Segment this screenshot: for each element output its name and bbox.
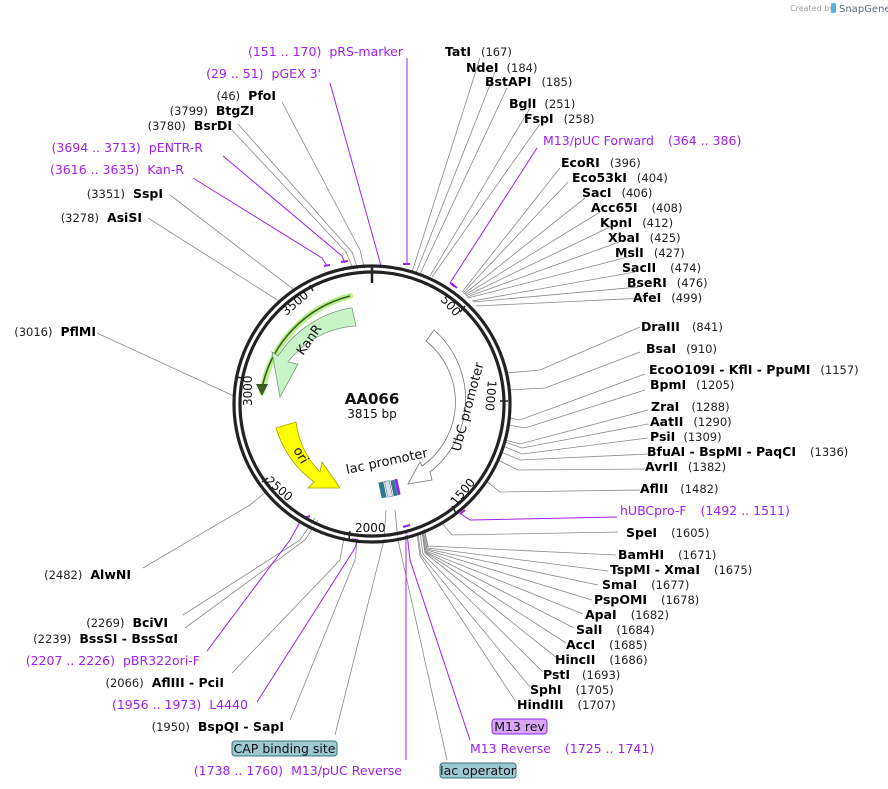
enzyme-leader-lines	[96, 57, 649, 761]
lac-operator-label: lac operator	[440, 763, 517, 778]
enzyme-label[interactable]: SacI(406)	[582, 185, 652, 200]
enzyme-label[interactable]: PstI(1693)	[543, 667, 620, 682]
plasmid-backbone	[232, 264, 512, 544]
enzyme-label[interactable]: DraIII(841)	[641, 319, 723, 334]
credit-brand: SnapGene	[839, 4, 888, 15]
enzyme-label[interactable]: BglI(251)	[509, 96, 575, 111]
enzyme-label[interactable]: AatII(1290)	[650, 414, 732, 429]
enzyme-label[interactable]: (2066)AflIII - PciI	[105, 675, 224, 690]
primer-markers	[303, 260, 466, 540]
enzyme-label[interactable]: (2239)BssSI - BssSαI	[33, 631, 178, 646]
enzyme-label[interactable]: (3016)PflMI	[14, 324, 96, 339]
enzyme-labels-left: (46)PfoI (3799)BtgZI (3780)BsrDI (3351)S…	[14, 88, 284, 734]
plasmid-length: 3815 bp	[347, 407, 397, 421]
primer-label[interactable]: (2207 .. 2226)pBR322ori-F	[26, 653, 200, 668]
enzyme-label[interactable]: (2482)AlwNI	[44, 567, 131, 582]
enzyme-label[interactable]: SmaI(1677)	[602, 577, 689, 592]
primer-label[interactable]: M13 Reverse(1725 .. 1741)	[470, 741, 654, 756]
enzyme-label[interactable]: KpnI(412)	[600, 215, 673, 230]
enzyme-label[interactable]: (46)PfoI	[217, 88, 276, 103]
feature-box-lac-operator[interactable]: lac operator	[439, 762, 517, 779]
enzyme-label[interactable]: (1950)BspQI - SapI	[152, 719, 284, 734]
enzyme-label[interactable]: AvrII(1382)	[645, 459, 726, 474]
snapgene-credit: Created by SnapGene	[790, 3, 888, 15]
primer-labels: (151 .. 170)pRS-marker (29 .. 51)pGEX 3'…	[26, 44, 790, 778]
feature-box-cap[interactable]: CAP binding site	[231, 740, 338, 757]
tick-label-2000: 2000	[355, 521, 386, 535]
enzyme-label[interactable]: BstAPI(185)	[485, 74, 572, 89]
enzyme-label[interactable]: TspMI - XmaI(1675)	[610, 562, 752, 577]
enzyme-label[interactable]: SalI(1684)	[576, 622, 655, 637]
primer-label[interactable]: (1738 .. 1760)M13/pUC Reverse	[194, 763, 403, 778]
enzyme-label[interactable]: SpeI(1605)	[626, 525, 709, 540]
enzyme-label[interactable]: MslI(427)	[615, 245, 685, 260]
enzyme-label[interactable]: (3351)SspI	[87, 186, 163, 201]
scale-ticks	[235, 284, 508, 540]
primer-label[interactable]: (3694 .. 3713)pENTR-R	[52, 140, 204, 155]
enzyme-label[interactable]: PsiI(1309)	[650, 429, 722, 444]
enzyme-label[interactable]: BpmI(1205)	[650, 377, 734, 392]
primer-label[interactable]: (151 .. 170)pRS-marker	[248, 44, 404, 59]
kanr-orf-arrow[interactable]	[256, 293, 353, 396]
tick-label-3000: 3000	[241, 375, 255, 406]
lac-region-features[interactable]	[378, 478, 401, 499]
primer-label[interactable]: M13/pUC Forward(364 .. 386)	[543, 133, 741, 148]
snapgene-logo-icon	[831, 3, 836, 13]
enzyme-label[interactable]: BseRI(476)	[627, 275, 708, 290]
enzyme-label[interactable]: (3278)AsiSI	[61, 210, 142, 225]
enzyme-label[interactable]: HincII(1686)	[555, 652, 648, 667]
enzyme-label[interactable]: BamHI(1671)	[618, 547, 716, 562]
enzyme-label[interactable]: EcoO109I - KflI - PpuMI(1157)	[649, 362, 859, 377]
primer-label[interactable]: (29 .. 51)pGEX 3'	[206, 66, 321, 81]
enzyme-label[interactable]: ZraI(1288)	[651, 399, 730, 414]
enzyme-label[interactable]: BfuAI - BspMI - PaqCI(1336)	[647, 444, 848, 459]
primer-label[interactable]: (3616 .. 3635)Kan-R	[50, 162, 184, 177]
enzyme-label[interactable]: BsaI(910)	[646, 341, 717, 356]
enzyme-label[interactable]: (2269)BciVI	[86, 615, 168, 630]
plasmid-name: AA066	[345, 390, 400, 408]
enzyme-label[interactable]: PspOMI(1678)	[594, 592, 699, 607]
enzyme-label[interactable]: AfeI(499)	[633, 290, 702, 305]
enzyme-label[interactable]: XbaI(425)	[608, 230, 681, 245]
primer-label[interactable]: (1956 .. 1973)L4440	[112, 697, 248, 712]
enzyme-label[interactable]: SphI(1705)	[530, 682, 614, 697]
enzyme-label[interactable]: TatI(167)	[445, 44, 512, 59]
primer-label[interactable]: hUBCpro-F(1492 .. 1511)	[620, 503, 790, 518]
enzyme-label[interactable]: AflII(1482)	[640, 481, 719, 496]
feature-box-m13-rev[interactable]: M13 rev	[491, 718, 548, 735]
tick-label-1000: 1000	[482, 380, 499, 412]
enzyme-label[interactable]: Eco53kI(404)	[572, 170, 668, 185]
credit-prefix: Created by	[790, 4, 834, 13]
enzyme-label[interactable]: Acc65I(408)	[591, 200, 682, 215]
enzyme-label[interactable]: ApaI(1682)	[585, 607, 669, 622]
ori-feature[interactable]: ori	[275, 421, 341, 489]
enzyme-label[interactable]: AccI(1685)	[566, 637, 647, 652]
cap-binding-site-label: CAP binding site	[234, 741, 336, 756]
enzyme-label[interactable]: NdeI(184)	[466, 60, 537, 75]
ori-label: ori	[290, 445, 311, 467]
enzyme-labels-right: TatI(167) NdeI(184) BstAPI(185) BglI(251…	[445, 44, 859, 712]
enzyme-label[interactable]: FspI(258)	[524, 111, 595, 126]
m13-rev-label: M13 rev	[494, 719, 545, 734]
enzyme-label[interactable]: EcoRI(396)	[561, 155, 641, 170]
kanr-feature[interactable]: KanR	[271, 307, 357, 399]
enzyme-label[interactable]: (3780)BsrDI	[148, 118, 232, 133]
enzyme-label[interactable]: (3799)BtgZI	[170, 103, 254, 118]
enzyme-label[interactable]: HindIII(1707)	[517, 697, 616, 712]
enzyme-label[interactable]: SacII(474)	[622, 260, 701, 275]
